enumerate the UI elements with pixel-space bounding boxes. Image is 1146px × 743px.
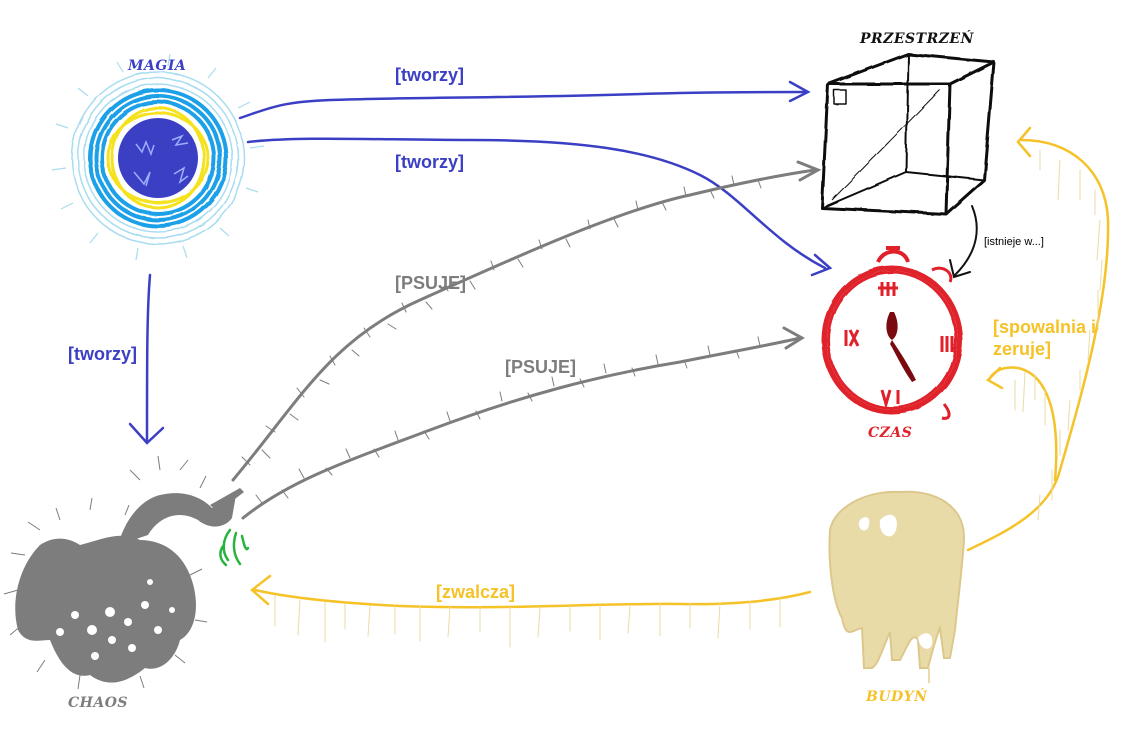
- node-label-budyn: BUDYŃ: [866, 689, 928, 705]
- edge-label-chaos-czas: [PSUJE]: [505, 357, 577, 377]
- edge-label-magia-czas: [tworzy]: [395, 152, 464, 172]
- edge-label-magia-chaos: [tworzy]: [68, 344, 137, 364]
- edge-magia-przestrzen: [238, 80, 811, 120]
- node-label-przestrzen: PRZESTRZEŃ: [860, 31, 974, 47]
- edge-label-chaos-przestrzen: [PSUJE]: [395, 273, 467, 293]
- edge-budyn-czas: [966, 126, 1110, 552]
- edge-magia-czas: [246, 137, 833, 277]
- node-label-chaos: CHAOS: [68, 695, 129, 711]
- edge-magia-chaos: [128, 273, 165, 445]
- edge-chaos-przestrzen: [231, 160, 822, 482]
- edge-label-budyn-czas-line2: zeruje]: [993, 339, 1052, 359]
- chaos-creature-icon: [3, 455, 250, 690]
- edge-label-budyn-chaos: [zwalcza]: [436, 582, 516, 602]
- node-label-magia: MAGIA: [128, 58, 187, 74]
- node-label-czas: CZAS: [868, 425, 913, 441]
- magic-orb-icon: [51, 53, 265, 261]
- edge-label-budyn-czas: [spowalnia i zeruje]: [993, 316, 1096, 360]
- edge-label-magia-przestrzen: [tworzy]: [395, 65, 464, 85]
- edge-budyn-chaos: [250, 574, 812, 648]
- edge-label-przestrzen-czas: [istnieje w...]: [984, 236, 1044, 248]
- clock-icon: [821, 246, 963, 420]
- edge-przestrzen-czas: [949, 205, 978, 279]
- cube-icon: [820, 52, 996, 216]
- edge-chaos-czas: [241, 326, 805, 520]
- edge-label-budyn-czas-line1: [spowalnia i: [993, 317, 1097, 337]
- pudding-icon: [828, 490, 966, 683]
